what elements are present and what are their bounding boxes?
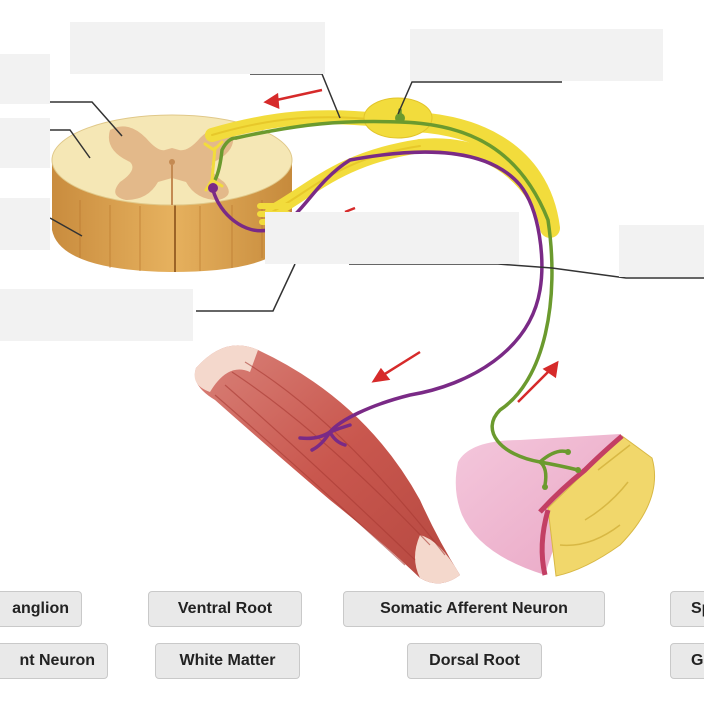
word-chip[interactable]: anglion: [0, 591, 82, 627]
word-chip[interactable]: Somatic Afferent Neuron: [343, 591, 605, 627]
drop-target[interactable]: [0, 54, 50, 104]
tendon-bottom: [415, 535, 460, 584]
spinal-cord: [51, 114, 293, 272]
word-chip[interactable]: Sp: [670, 591, 704, 627]
word-chip[interactable]: White Matter: [155, 643, 300, 679]
leader-cord-side: [49, 217, 83, 237]
leader-ventral-root: [196, 263, 296, 312]
drop-target[interactable]: [619, 225, 704, 277]
leader-white-matter: [50, 129, 91, 159]
drop-target[interactable]: [0, 118, 50, 168]
arrow-ventral: [344, 206, 356, 214]
word-chip[interactable]: Dorsal Root: [407, 643, 542, 679]
drop-target[interactable]: [0, 198, 50, 250]
efferent-cell-body: [208, 183, 218, 193]
drop-target[interactable]: [265, 212, 519, 264]
drop-targets: [0, 22, 704, 341]
drop-target[interactable]: [410, 29, 663, 81]
afferent-cell-body: [395, 113, 405, 123]
word-chip[interactable]: nt Neuron: [0, 643, 108, 679]
leader-ganglion: [397, 81, 562, 115]
word-chip[interactable]: Ventral Root: [148, 591, 302, 627]
drop-target[interactable]: [0, 289, 193, 341]
arrow-sensory: [517, 367, 553, 403]
ventral-root: [265, 139, 427, 219]
word-chip[interactable]: G: [670, 643, 704, 679]
arrow-dorsal: [271, 88, 323, 103]
skeletal-muscle: [194, 345, 460, 584]
skin: [455, 434, 656, 577]
interneuron: [203, 140, 224, 192]
leader-gray-matter: [50, 101, 123, 137]
tendon-top: [194, 345, 258, 392]
arrow-motor: [379, 350, 421, 379]
drop-target[interactable]: [70, 22, 325, 74]
impulse-arrows: [263, 88, 559, 403]
